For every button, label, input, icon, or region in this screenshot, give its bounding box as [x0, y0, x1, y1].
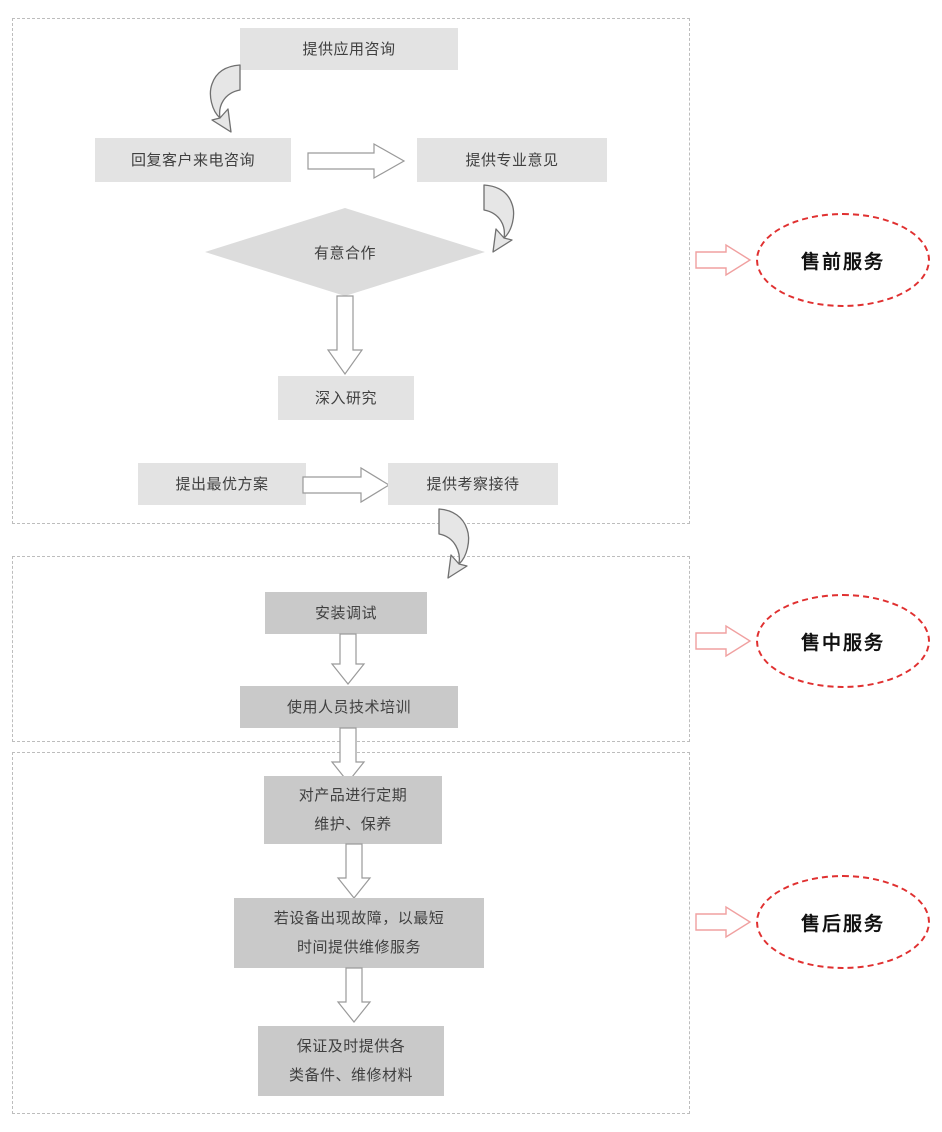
callout-pre-sales[interactable]: 售前服务 [756, 213, 930, 307]
node-label: 保证及时提供各 类备件、维修材料 [288, 1038, 413, 1084]
red-arrow-mid-sales [695, 624, 752, 658]
node-label: 对产品进行定期 维护、保养 [298, 787, 408, 833]
red-arrow-pre-sales [695, 243, 752, 277]
node-periodic-product-maintenance[interactable]: 对产品进行定期 维护、保养 [264, 776, 442, 844]
node-fast-repair-service[interactable]: 若设备出现故障，以最短 时间提供维修服务 [234, 898, 484, 968]
node-timely-spare-parts-supply[interactable]: 保证及时提供各 类备件、维修材料 [258, 1026, 444, 1096]
node-label: 若设备出现故障，以最短 时间提供维修服务 [273, 910, 445, 956]
callout-post-sales[interactable]: 售后服务 [756, 875, 930, 969]
node-provide-professional-opinion[interactable]: 提供专业意见 [417, 138, 607, 182]
node-label: 安装调试 [314, 604, 377, 622]
node-label: 使用人员技术培训 [286, 698, 411, 716]
node-propose-optimal-plan[interactable]: 提出最优方案 [138, 463, 306, 505]
node-provide-application-consultation[interactable]: 提供应用咨询 [240, 28, 458, 70]
red-arrow-post-sales [695, 905, 752, 939]
callout-label: 售后服务 [800, 913, 885, 935]
node-label: 提供专业意见 [465, 151, 559, 169]
node-label: 回复客户来电咨询 [130, 151, 255, 169]
node-reply-customer-call-inquiry[interactable]: 回复客户来电咨询 [95, 138, 291, 182]
node-label: 提供考察接待 [426, 475, 520, 493]
node-label: 提供应用咨询 [302, 40, 396, 58]
node-installation-debugging[interactable]: 安装调试 [265, 592, 427, 634]
callout-label: 售前服务 [800, 251, 885, 273]
callout-label: 售中服务 [800, 632, 885, 654]
node-provide-inspection-reception[interactable]: 提供考察接待 [388, 463, 558, 505]
node-label: 提出最优方案 [175, 475, 269, 493]
node-label: 深入研究 [314, 389, 377, 407]
node-label: 有意合作 [313, 244, 376, 262]
callout-mid-sales[interactable]: 售中服务 [756, 594, 930, 688]
node-in-depth-research[interactable]: 深入研究 [278, 376, 414, 420]
node-user-technical-training[interactable]: 使用人员技术培训 [240, 686, 458, 728]
section-container-pre-sales [12, 18, 690, 524]
